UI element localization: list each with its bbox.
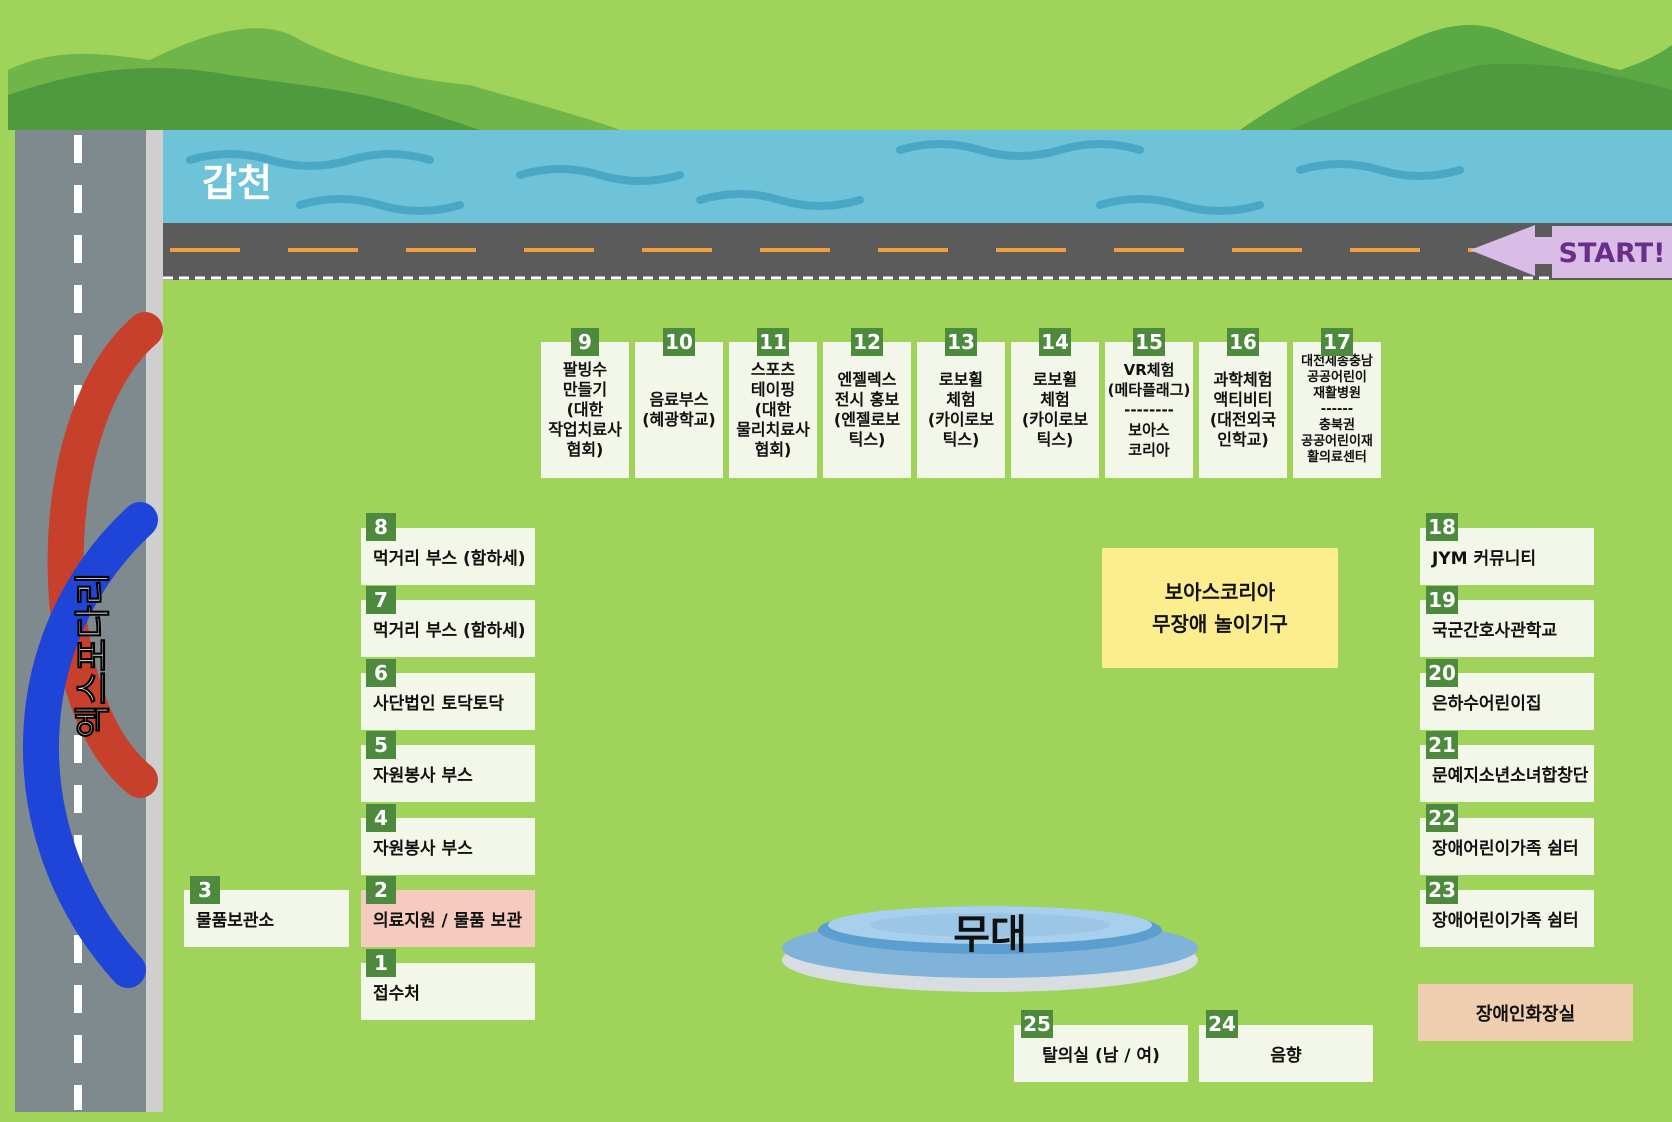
booth-19-number: 19: [1426, 586, 1458, 614]
booth-7-label: 먹거리 부스 (함하세): [373, 621, 526, 641]
booth-24-number: 24: [1206, 1010, 1238, 1038]
booth-4-number: 4: [366, 804, 396, 832]
stage-label: 무대: [953, 912, 1027, 958]
booth-4-label: 자원봉사 부스: [373, 839, 473, 859]
booth-17-label: 대전세종충남 공공어린이 재활병원 ------ 충북권 공공어린이재 활의료센…: [1301, 354, 1373, 465]
bridge-label: 엑스포다리: [73, 572, 114, 738]
accessible-restroom-label: 장애인화장실: [1475, 1003, 1576, 1025]
booth-11-number: 11: [757, 328, 789, 356]
booth-22[interactable]: 장애어린이가족 쉼터: [1420, 818, 1594, 875]
booth-6-number: 6: [366, 659, 396, 687]
booth-12-label: 엔젤렉스 전시 홍보 (엔젤로보 틱스): [833, 370, 901, 449]
booth-7-number: 7: [366, 586, 396, 614]
start-label: START!: [1559, 238, 1666, 269]
booth-20-label: 은하수어린이집: [1432, 694, 1542, 714]
booth-2-number: 2: [366, 876, 396, 904]
booth-24-label: 음향: [1270, 1046, 1302, 1066]
river-waves: [186, 140, 1464, 215]
booth-9-label: 팔빙수 만들기 (대한 작업치료사 협회): [548, 360, 622, 459]
bridge-arc-red: [47, 312, 163, 798]
start-arrow-icon: [1470, 225, 1672, 278]
booth-3-label: 물품보관소: [196, 911, 275, 931]
booth-1-number: 1: [366, 949, 396, 977]
booth-5-label: 자원봉사 부스: [373, 766, 473, 786]
booth-5-number: 5: [366, 731, 396, 759]
booth-19-label: 국군간호사관학교: [1432, 621, 1558, 641]
booth-25-number: 25: [1021, 1010, 1053, 1038]
booth-20-number: 20: [1426, 659, 1458, 687]
booth-14-label: 로보휠 체험 (카이로보 틱스): [1021, 370, 1089, 449]
side-road-curb: [146, 130, 163, 1112]
accessible-restroom[interactable]: 장애인화장실: [1418, 984, 1633, 1041]
booth-12[interactable]: 엔젤렉스 전시 홍보 (엔젤로보 틱스): [823, 342, 911, 478]
booth-17-number: 17: [1321, 328, 1353, 356]
booth-13[interactable]: 로보휠 체험 (카이로보 틱스): [917, 342, 1005, 478]
booth-13-label: 로보휠 체험 (카이로보 틱스): [927, 370, 995, 449]
booth-23-label: 장애어린이가족 쉼터: [1432, 911, 1579, 931]
river-label: 갑천: [202, 161, 272, 205]
mountain-left-front: [8, 67, 480, 130]
booth-16[interactable]: 과학체험 액티비티 (대전외국 인학교): [1199, 342, 1287, 478]
playground-area[interactable]: 보아스코리아 무장애 놀이기구: [1102, 548, 1338, 668]
booth-10[interactable]: 음료부스 (혜광학교): [635, 342, 723, 478]
booth-25[interactable]: 탈의실 (남 / 여): [1014, 1025, 1188, 1082]
booth-25-label: 탈의실 (남 / 여): [1042, 1046, 1160, 1066]
booth-14[interactable]: 로보휠 체험 (카이로보 틱스): [1011, 342, 1099, 478]
booth-23-number: 23: [1426, 876, 1458, 904]
booth-18-label: JYM 커뮤니티: [1432, 549, 1537, 569]
booth-11[interactable]: 스포츠 테이핑 (대한 물리치료사 협회): [729, 342, 817, 478]
booth-22-label: 장애어린이가족 쉼터: [1432, 839, 1579, 859]
bridge-arc-blue: [23, 502, 158, 988]
booth-3[interactable]: 물품보관소: [184, 890, 349, 947]
booth-18-number: 18: [1426, 513, 1458, 541]
booth-12-number: 12: [851, 328, 883, 356]
booth-2-label: 의료지원 / 물품 보관: [373, 911, 523, 931]
booth-17[interactable]: 대전세종충남 공공어린이 재활병원 ------ 충북권 공공어린이재 활의료센…: [1293, 342, 1381, 478]
booth-21-label: 문예지소년소녀합창단: [1432, 766, 1589, 786]
playground-label: 보아스코리아 무장애 놀이기구: [1152, 580, 1288, 636]
booth-8-number: 8: [366, 513, 396, 541]
booth-9[interactable]: 팔빙수 만들기 (대한 작업치료사 협회): [541, 342, 629, 478]
booth-16-label: 과학체험 액티비티 (대전외국 인학교): [1209, 370, 1277, 449]
booth-10-number: 10: [663, 328, 695, 356]
booth-9-number: 9: [571, 328, 599, 356]
booth-14-number: 14: [1039, 328, 1071, 356]
booth-10-label: 음료부스 (혜광학교): [642, 390, 716, 429]
booth-15-number: 15: [1133, 328, 1165, 356]
booth-15[interactable]: VR체험 (메타플래그) -------- 보아스 코리아: [1105, 342, 1193, 478]
booth-15-label: VR체험 (메타플래그) -------- 보아스 코리아: [1107, 361, 1191, 459]
booth-6-label: 사단법인 토닥토닥: [373, 694, 505, 714]
booth-8-label: 먹거리 부스 (함하세): [373, 549, 526, 569]
booth-13-number: 13: [945, 328, 977, 356]
mountain-right-front: [1290, 63, 1672, 130]
booth-3-number: 3: [190, 876, 220, 904]
booth-1-label: 접수처: [373, 984, 420, 1004]
booth-19[interactable]: 국군간호사관학교: [1420, 600, 1594, 657]
booth-21-number: 21: [1426, 731, 1458, 759]
booth-22-number: 22: [1426, 804, 1458, 832]
booth-11-label: 스포츠 테이핑 (대한 물리치료사 협회): [736, 360, 810, 459]
stage-center: [870, 913, 1110, 937]
booth-16-number: 16: [1227, 328, 1259, 356]
